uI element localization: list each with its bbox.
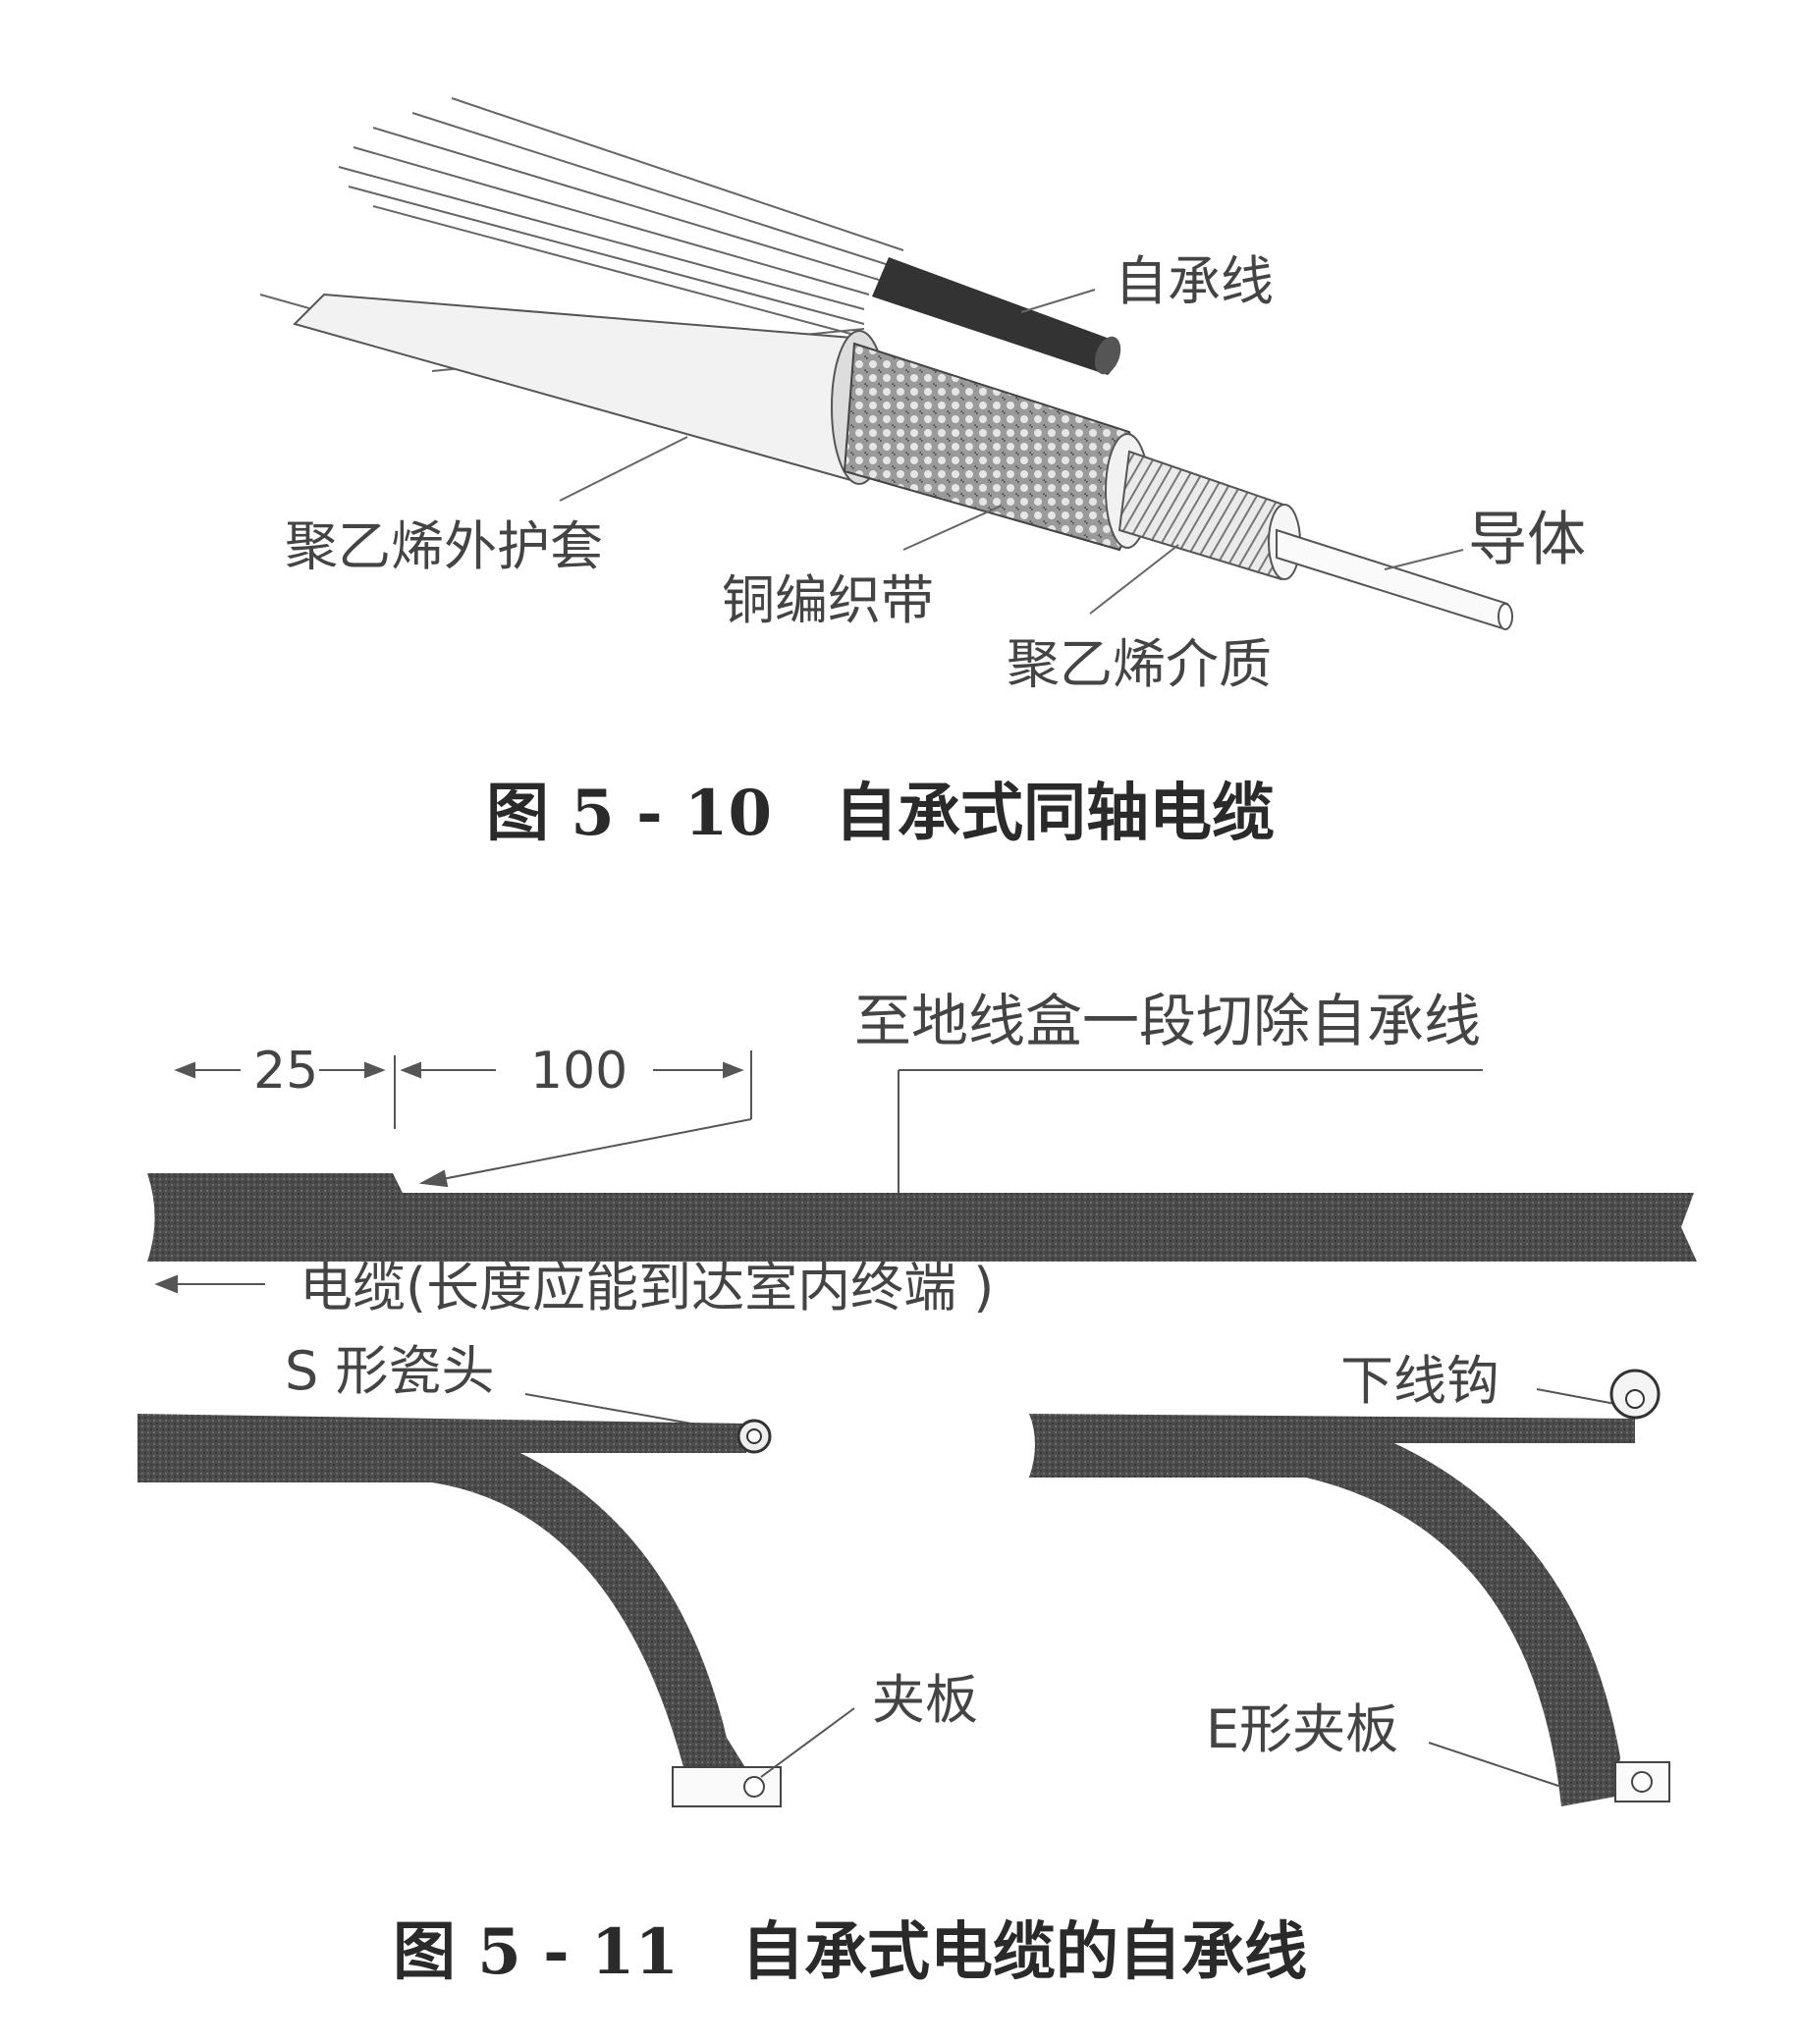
straight-cable-section: 25 100 至地线盒一段切除自承线 电缆(长度应能到达室内终端 ) xyxy=(147,988,1697,1318)
messenger-strands xyxy=(338,97,904,340)
label-s-knob: S 形瓷头 xyxy=(285,1340,494,1402)
label-e-clamp: E形夹板 xyxy=(1206,1698,1398,1760)
hook-assembly: 下线钩 E形夹板 xyxy=(1029,1350,1670,1806)
coax-cable-illustration xyxy=(259,97,1513,630)
label-messenger: 自承线 xyxy=(1115,250,1274,312)
label-cable-length: 电缆(长度应能到达室内终端 ) xyxy=(300,1257,994,1318)
messenger-rod xyxy=(872,257,1118,375)
label-dielectric: 聚乙烯介质 xyxy=(1007,633,1272,695)
cable-bar xyxy=(147,1173,1697,1262)
label-hook: 下线钩 xyxy=(1340,1350,1499,1412)
outer-jacket-tube xyxy=(293,293,873,483)
label-clamp: 夹板 xyxy=(872,1669,978,1731)
cable-length-arrow xyxy=(154,1274,265,1294)
dim-100: 100 xyxy=(530,1042,627,1101)
caption-fig-5-11: 图 5 - 11 自承式电缆的自承线 xyxy=(393,1915,1307,1989)
copper-braid xyxy=(843,342,1138,552)
caption-fig-5-10: 图 5 - 10 自承式同轴电缆 xyxy=(486,777,1275,850)
dim-25: 25 xyxy=(253,1042,318,1101)
label-conductor: 导体 xyxy=(1468,506,1586,574)
dimension-lines xyxy=(174,1050,1483,1193)
fig10-leaders xyxy=(559,289,1464,615)
label-outer-jacket: 聚乙烯外护套 xyxy=(285,515,603,577)
label-cut-messenger: 至地线盒一段切除自承线 xyxy=(854,988,1481,1054)
label-braid: 铜编织带 xyxy=(722,569,934,631)
s-knob-assembly: S 形瓷头 夹板 xyxy=(137,1340,978,1807)
dielectric-core xyxy=(1117,450,1292,581)
